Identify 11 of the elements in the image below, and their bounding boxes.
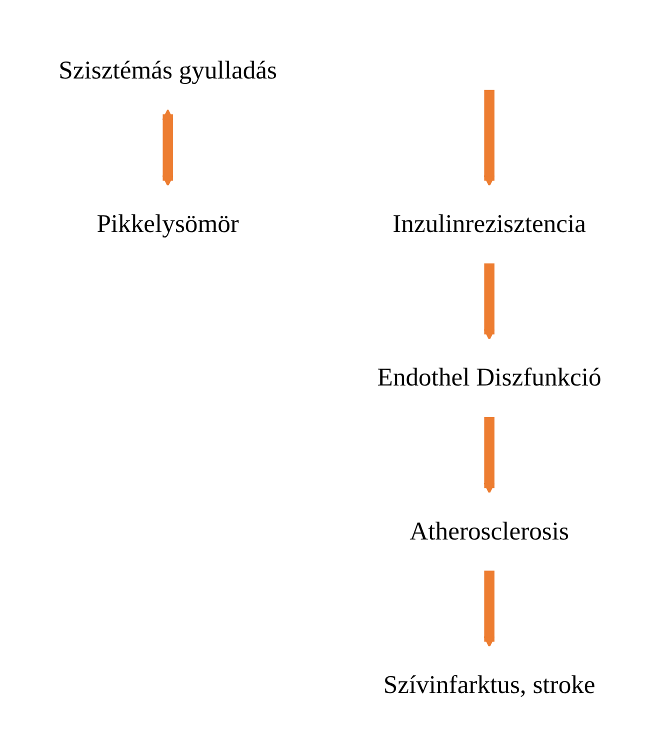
arrow [484,416,495,494]
node-text: Atherosclerosis [410,517,569,546]
node-text: Szisztémás gyulladás [58,56,278,84]
arrow [484,570,495,647]
node-text: Inzulinrezisztencia [392,210,586,238]
node-text: Pikkelysömör [96,210,239,238]
node-text: Szívinfarktus, stroke [383,670,596,699]
arrow [484,262,495,340]
node-text: Endothel Diszfunkció [377,363,602,392]
arrow [162,108,174,186]
arrow [484,89,495,186]
